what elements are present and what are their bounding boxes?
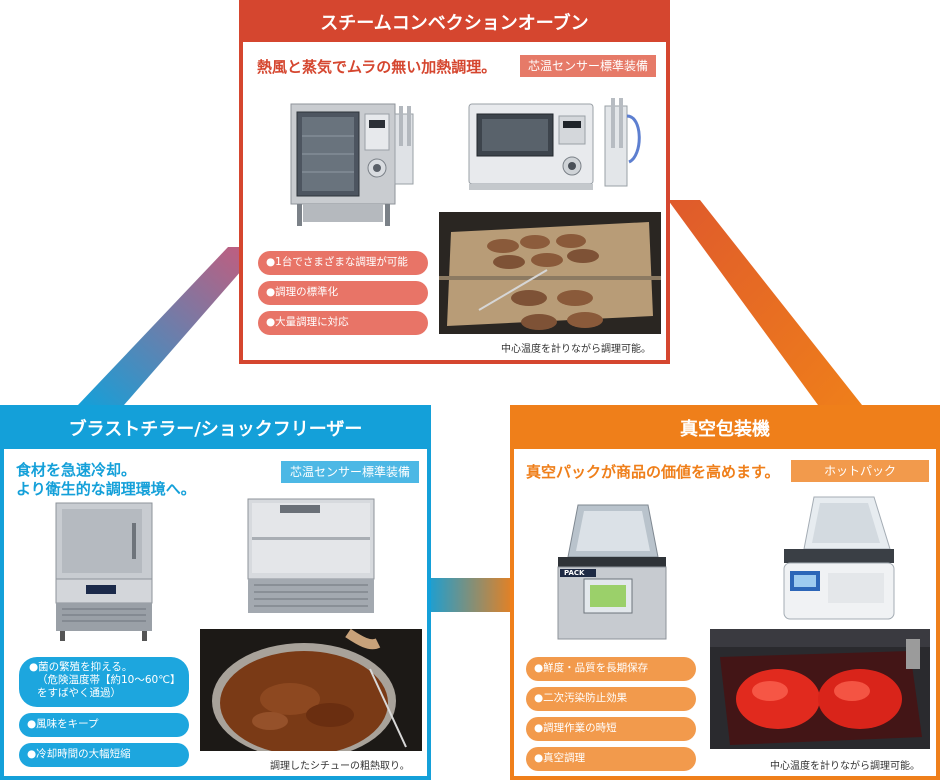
steam-convection-oven-panel: スチームコンベクションオーブン 熱風と蒸気でムラの無い加熱調理。 芯温センサー標… — [239, 0, 670, 364]
oven-tagline: 熱風と蒸気でムラの無い加熱調理。 — [257, 58, 497, 76]
vacuum-feature-1: ●鮮度・品質を長期保存 — [526, 657, 696, 681]
vacuum-brand-label: PACK — [564, 569, 585, 577]
connector-right — [668, 200, 862, 405]
connector-left — [78, 247, 262, 405]
chiller-stew-photo — [200, 629, 422, 751]
vacuum-feature-2: ●二次汚染防止効果 — [526, 687, 696, 711]
chiller-title: ブラストチラー/ショックフリーザー — [4, 409, 427, 449]
oven-title: スチームコンベクションオーブン — [243, 4, 666, 42]
oven-sensor-badge: 芯温センサー標準装備 — [520, 55, 656, 77]
vacuum-title: 真空包装機 — [514, 409, 936, 449]
oven-cooking-photo — [439, 212, 661, 334]
chiller-tagline-line-1: 食材を急速冷却。 — [16, 461, 137, 479]
oven-feature-3: ●大量調理に対応 — [258, 311, 428, 335]
connector-bottom — [425, 578, 517, 612]
vacuum-packer-panel: 真空包装機 真空パックが商品の価値を高めます。 ホットパック PACK — [510, 405, 940, 780]
vacuum-feature-3: ●調理作業の時短 — [526, 717, 696, 741]
chiller-product-image-tall — [50, 499, 160, 644]
chiller-feature-1-line-1: ●菌の繁殖を抑える。 — [29, 661, 133, 673]
oven-feature-1: ●1台でさまざまな調理が可能 — [258, 251, 428, 275]
vacuum-feature-4: ●真空調理 — [526, 747, 696, 771]
chiller-feature-2: ●風味をキープ — [19, 713, 189, 737]
chiller-feature-1-line-3: をすばやく通過） — [37, 687, 121, 699]
vacuum-photo-caption: 中心温度を計りながら調理可能。 — [770, 761, 920, 772]
oven-photo-caption: 中心温度を計りながら調理可能。 — [501, 344, 651, 355]
chiller-tagline-line-2: より衛生的な調理環境へ。 — [16, 480, 196, 498]
chiller-feature-1: ●菌の繁殖を抑える。 （危険温度帯【約10〜60℃】 をすばやく通過） — [19, 657, 189, 707]
vacuum-hotpack-badge: ホットパック — [791, 460, 929, 482]
vacuum-pack-photo — [710, 629, 930, 749]
chiller-product-image-compact — [242, 493, 382, 621]
chiller-sensor-badge: 芯温センサー標準装備 — [281, 461, 419, 483]
oven-product-image-compact — [465, 96, 660, 202]
vacuum-product-image-large: PACK — [548, 495, 674, 645]
oven-feature-2: ●調理の標準化 — [258, 281, 428, 305]
vacuum-tagline: 真空パックが商品の価値を高めます。 — [526, 463, 780, 481]
vacuum-product-image-compact — [764, 489, 904, 625]
chiller-feature-1-line-2: （危険温度帯【約10〜60℃】 — [37, 674, 181, 686]
chiller-feature-3: ●冷却時間の大幅短縮 — [19, 743, 189, 767]
blast-chiller-panel: ブラストチラー/ショックフリーザー 食材を急速冷却。 より衛生的な調理環境へ。 … — [0, 405, 431, 780]
chiller-photo-caption: 調理したシチューの粗熱取り。 — [270, 761, 410, 772]
oven-product-image-large — [283, 96, 433, 231]
